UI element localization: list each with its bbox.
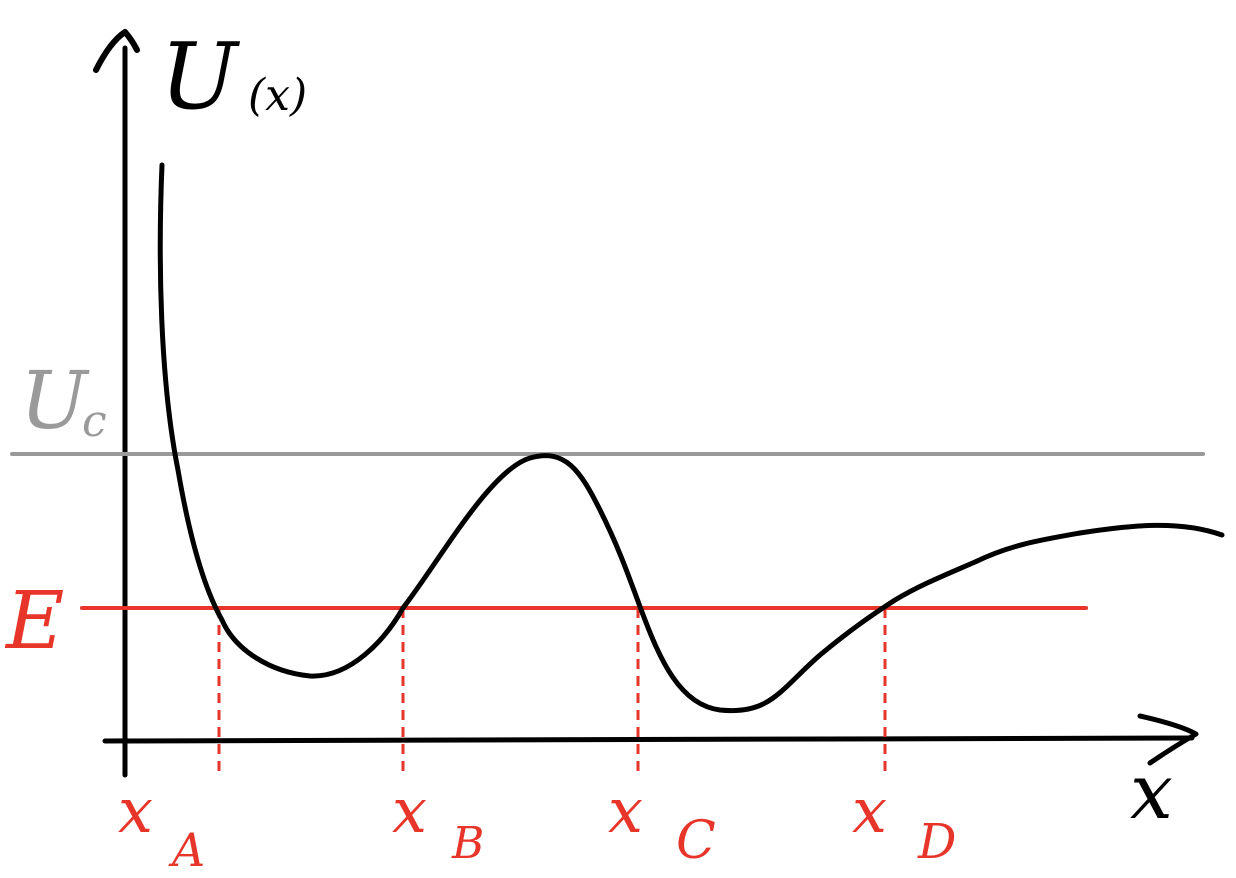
turning-point-label-d: x (852, 774, 887, 847)
turning-point-label-b-subscript: B (451, 818, 484, 869)
x-axis-label: x (1130, 747, 1173, 836)
potential-curve (157, 162, 1225, 714)
x-axis (102, 735, 1195, 744)
turning-point-label-d-subscript: D (917, 814, 956, 870)
turning-point-label-a-subscript: A (168, 823, 205, 877)
turning-point-label-c-subscript: C (676, 811, 716, 871)
y-axis-label: U (160, 23, 241, 130)
y-axis-label-argument: (x) (248, 70, 307, 121)
critical-level-label-subscript: c (82, 396, 107, 447)
critical-level-label: U (20, 354, 90, 447)
energy-level-label: E (4, 574, 64, 667)
y-axis-arrowhead (93, 29, 140, 73)
turning-point-label-a: x (118, 774, 153, 847)
turning-point-label-b: x (392, 774, 427, 847)
x-axis-arrowhead (1137, 713, 1199, 766)
turning-point-label-c: x (608, 774, 643, 847)
